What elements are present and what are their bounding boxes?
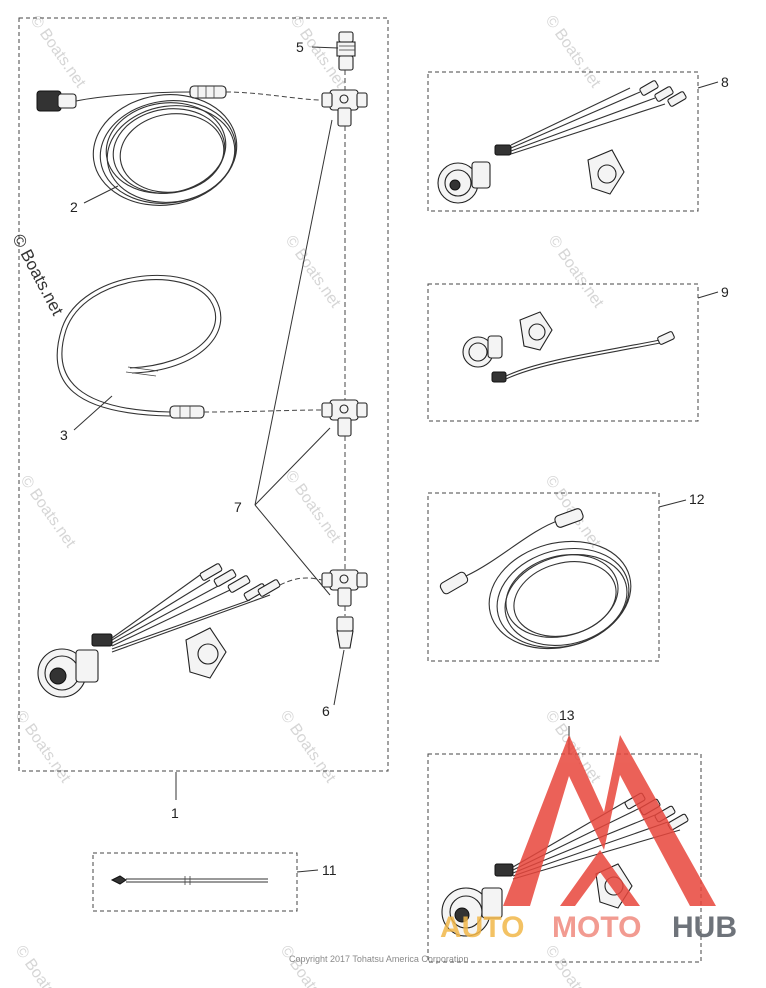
watermark-text: © Boats.net (12, 708, 74, 787)
watermark-text: © Boats.net (542, 943, 604, 988)
automotohub-logo: AUTO MOTO HUB (440, 735, 737, 944)
watermark-text: © Boats.net (17, 473, 79, 552)
watermark-text: © Boats.net (27, 13, 89, 92)
callout-5: 5 (296, 39, 304, 55)
group-box-11 (92, 852, 298, 912)
leaders-7 (254, 119, 333, 596)
watermark-text: © Boats.net (277, 708, 339, 787)
group-box-1 (18, 17, 389, 772)
callout-7: 7 (234, 499, 242, 515)
t-connector-middle (321, 399, 368, 437)
coiled-cable-2 (36, 85, 238, 206)
t-connector-bottom (321, 569, 368, 607)
callout-1: 1 (171, 805, 179, 821)
callout-12: 12 (689, 491, 705, 507)
probe-11 (110, 875, 268, 885)
callout-8: 8 (721, 74, 729, 90)
callout-2: 2 (70, 199, 78, 215)
coiled-cable-12 (439, 508, 632, 650)
watermark-text: © Boats.net (545, 233, 607, 312)
t-connector-top (321, 89, 368, 127)
logo-text-hub: HUB (672, 911, 737, 944)
gauge-kit-8 (437, 80, 687, 204)
callout-13: 13 (559, 707, 575, 723)
watermark-text: © Boats.net (277, 943, 339, 988)
callout-3: 3 (60, 427, 68, 443)
watermark-text: © Boats.net (542, 13, 604, 92)
callout-6: 6 (322, 703, 330, 719)
watermark-text: © Boats.net (282, 233, 344, 312)
connection-dash (225, 91, 323, 101)
group-box-12 (427, 492, 660, 662)
group-box-8 (427, 71, 699, 212)
copyright-text: Copyright 2017 Tohatsu America Corporati… (289, 954, 468, 964)
watermark-text: © Boats.net (282, 468, 344, 547)
logo-triangle-inner (560, 850, 640, 906)
connection-dash (279, 577, 323, 586)
loop-cable-3 (56, 274, 222, 419)
callout-leaders (73, 46, 719, 873)
logo-triangle-outer (503, 735, 716, 906)
gauge-kit-1 (37, 563, 281, 698)
group-box-9 (427, 283, 699, 422)
logo-text-moto: MOTO (552, 911, 641, 944)
callout-9: 9 (721, 284, 729, 300)
connection-dash (203, 409, 323, 413)
watermark-repeats: © Boats.net © Boats.net © Boats.net © Bo… (12, 13, 607, 988)
terminator-5 (336, 31, 356, 71)
logo-text-auto: AUTO (440, 911, 524, 944)
callout-labels: 5 2 3 7 6 1 8 9 12 11 13 (60, 39, 729, 878)
callout-11: 11 (322, 862, 337, 878)
gauge-kit-9 (462, 311, 675, 383)
watermark-main: © Boats.net (8, 231, 67, 319)
terminator-6 (336, 616, 354, 649)
watermark-text: © Boats.net (12, 943, 74, 988)
